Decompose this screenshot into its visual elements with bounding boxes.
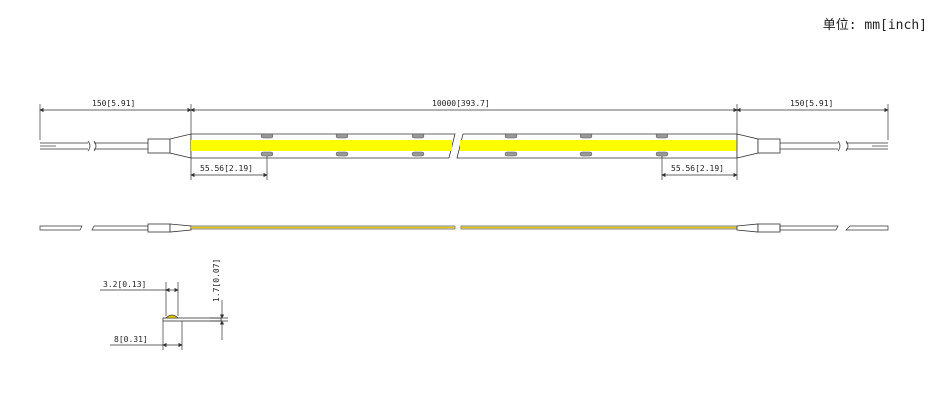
dim-lead-right: 150[5.91] — [790, 99, 833, 108]
dim-lead-left: 150[5.91] — [92, 99, 135, 108]
led-strip-segment-2 — [456, 133, 738, 159]
dim-strip-width: 8[0.31] — [114, 335, 148, 344]
unit-label: 单位: mm[inch] — [822, 18, 927, 33]
dimension-cut-left: 55.56[2.19] — [190, 156, 268, 180]
top-view: 150[5.91] 10000[393.7] 150[5.91] — [39, 99, 889, 180]
dim-cut-right: 55.56[2.19] — [671, 164, 724, 173]
dim-led-width: 3.2[0.13] — [103, 280, 146, 289]
dimension-cut-right: 55.56[2.19] — [661, 156, 738, 180]
dim-thickness: 1.7[0.07] — [212, 259, 221, 302]
cross-section: 3.2[0.13] 8[0.31] 1.7[0.07] — [100, 259, 228, 350]
dim-strip-length: 10000[393.7] — [432, 99, 490, 108]
dimension-overall: 150[5.91] 10000[393.7] 150[5.91] — [39, 99, 889, 140]
dim-cut-left: 55.56[2.19] — [200, 164, 253, 173]
side-view — [39, 223, 889, 233]
left-wire — [40, 133, 192, 159]
right-wire — [736, 133, 888, 159]
led-strip-segment-1 — [190, 133, 456, 159]
